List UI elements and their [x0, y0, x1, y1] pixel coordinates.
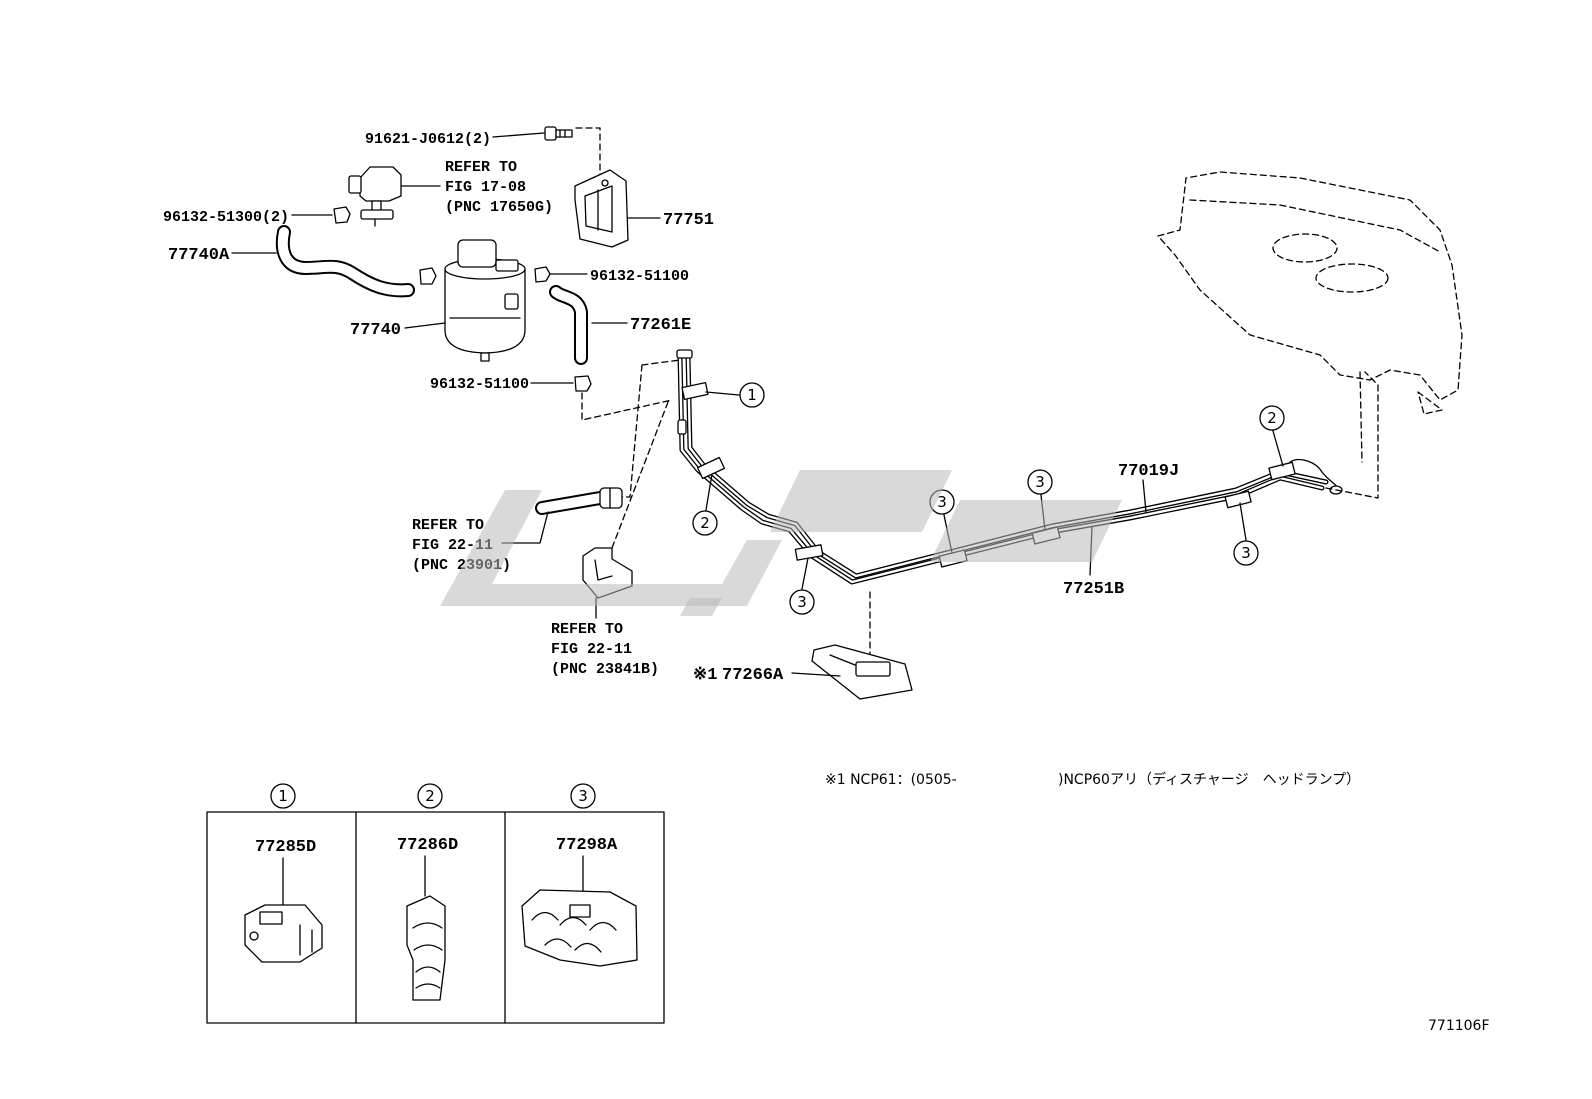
vsv-valve: [348, 166, 402, 227]
clip-96132-51300: [333, 206, 437, 285]
note-part1: ※1 NCP61：(0505-: [825, 772, 957, 788]
label-hose-77261E: 77261E: [630, 316, 691, 335]
legend-number-1: 1: [278, 787, 288, 805]
bolt-91621: [544, 126, 573, 141]
label-clip-96132-51100-lower: 96132-51100: [430, 376, 529, 393]
leader-callout-2b: [1272, 430, 1284, 467]
callout-number-1: 1: [747, 386, 757, 404]
ref-vsv-line2: FIG 17-08: [445, 179, 526, 196]
ref-clamp-line1: REFER TO: [551, 621, 623, 638]
leader-callout-3a: [801, 557, 809, 590]
legend-circle-1: [270, 783, 296, 809]
legend-number-3: 3: [578, 787, 588, 805]
fuel-tank-outline: [1157, 171, 1463, 415]
figure-code: 771106F: [1428, 1018, 1490, 1034]
leader-callout-3d: [1239, 502, 1247, 541]
label-bolt-91621: 91621-J0612(2): [365, 131, 491, 148]
label-bracket-77751: 77751: [663, 211, 714, 230]
leader-bolt: [492, 132, 545, 138]
callout-number-3a: 3: [797, 593, 807, 611]
leader-protector: [791, 672, 841, 677]
label-clip-96132-51300: 96132-51300(2): [163, 209, 289, 226]
note-part2: )NCP60アリ（ディスチャージ ヘッドランプ）: [1058, 771, 1360, 788]
callout-number-2b: 2: [1267, 409, 1277, 427]
legend-part-77298A: 77298A: [556, 836, 618, 855]
hose-77740A: [275, 225, 415, 298]
clamp-legend: 1 2 3 77285D 77286D 77298A: [206, 783, 665, 1024]
dashed-clip-to-tube: [581, 392, 673, 421]
label-protector-77266A: 77266A: [722, 666, 784, 685]
label-tube-77251B: 77251B: [1063, 580, 1124, 599]
watermark-logo: [440, 470, 1122, 616]
legend-part-77286D: 77286D: [397, 836, 458, 855]
legend-circle-2: [417, 783, 443, 809]
dashed-tube-to-clamp: [611, 401, 669, 549]
legend-part-77285D: 77285D: [255, 838, 316, 857]
callout-number-2a: 2: [700, 514, 710, 532]
ref-vsv-line1: REFER TO: [445, 159, 517, 176]
dashed-tube-to-tank: [1325, 371, 1379, 499]
leader-tube-77019J: [1142, 479, 1147, 513]
ref-clamp-line2: FIG 22-11: [551, 641, 632, 658]
callout-circle-3a: [789, 589, 815, 615]
protector-77266A: [811, 644, 913, 700]
callout-circle-2a: [692, 510, 718, 536]
label-tube-77019J: 77019J: [1118, 462, 1179, 481]
ref-hose-line1: REFER TO: [412, 517, 484, 534]
label-canister-77740: 77740: [350, 321, 401, 340]
dashed-bolt-to-bracket: [575, 127, 601, 184]
leader-callout-1: [705, 391, 740, 396]
dashed-tube-to-hose: [621, 359, 681, 498]
callout-circle-1: [739, 382, 765, 408]
label-hose-77740A: 77740A: [168, 246, 230, 265]
legend-circle-3: [570, 783, 596, 809]
callout-number-3b: 3: [937, 493, 947, 511]
callout-number-3d: 3: [1241, 544, 1251, 562]
clamp-77285D-drawing: [244, 904, 323, 963]
ref-clamp-line3: (PNC 23841B): [551, 661, 659, 678]
clamp-77298A-drawing: [521, 889, 638, 967]
callout-circle-3d: [1233, 540, 1259, 566]
hose-23901: [535, 487, 623, 515]
clip-96132-51100-lower: [574, 375, 592, 392]
legend-number-2: 2: [425, 787, 435, 805]
callout-circle-2b: [1259, 405, 1285, 431]
hose-77261E: [549, 285, 588, 365]
label-protector-prefix: ※1: [693, 666, 717, 685]
leader-callout-2a: [705, 473, 713, 511]
clip-96132-51100-upper: [534, 266, 551, 283]
bracket-77751: [574, 169, 629, 248]
callout-circle-3c: [1027, 469, 1053, 495]
leader-canister: [404, 322, 446, 329]
callout-number-3c: 3: [1035, 473, 1045, 491]
ref-vsv-line3: (PNC 17650G): [445, 199, 553, 216]
leader-hose-23901: [501, 511, 549, 544]
clamp-77286D-drawing: [406, 895, 446, 1001]
canister-77740: [444, 239, 526, 362]
label-clip-96132-51100-upper: 96132-51100: [590, 268, 689, 285]
